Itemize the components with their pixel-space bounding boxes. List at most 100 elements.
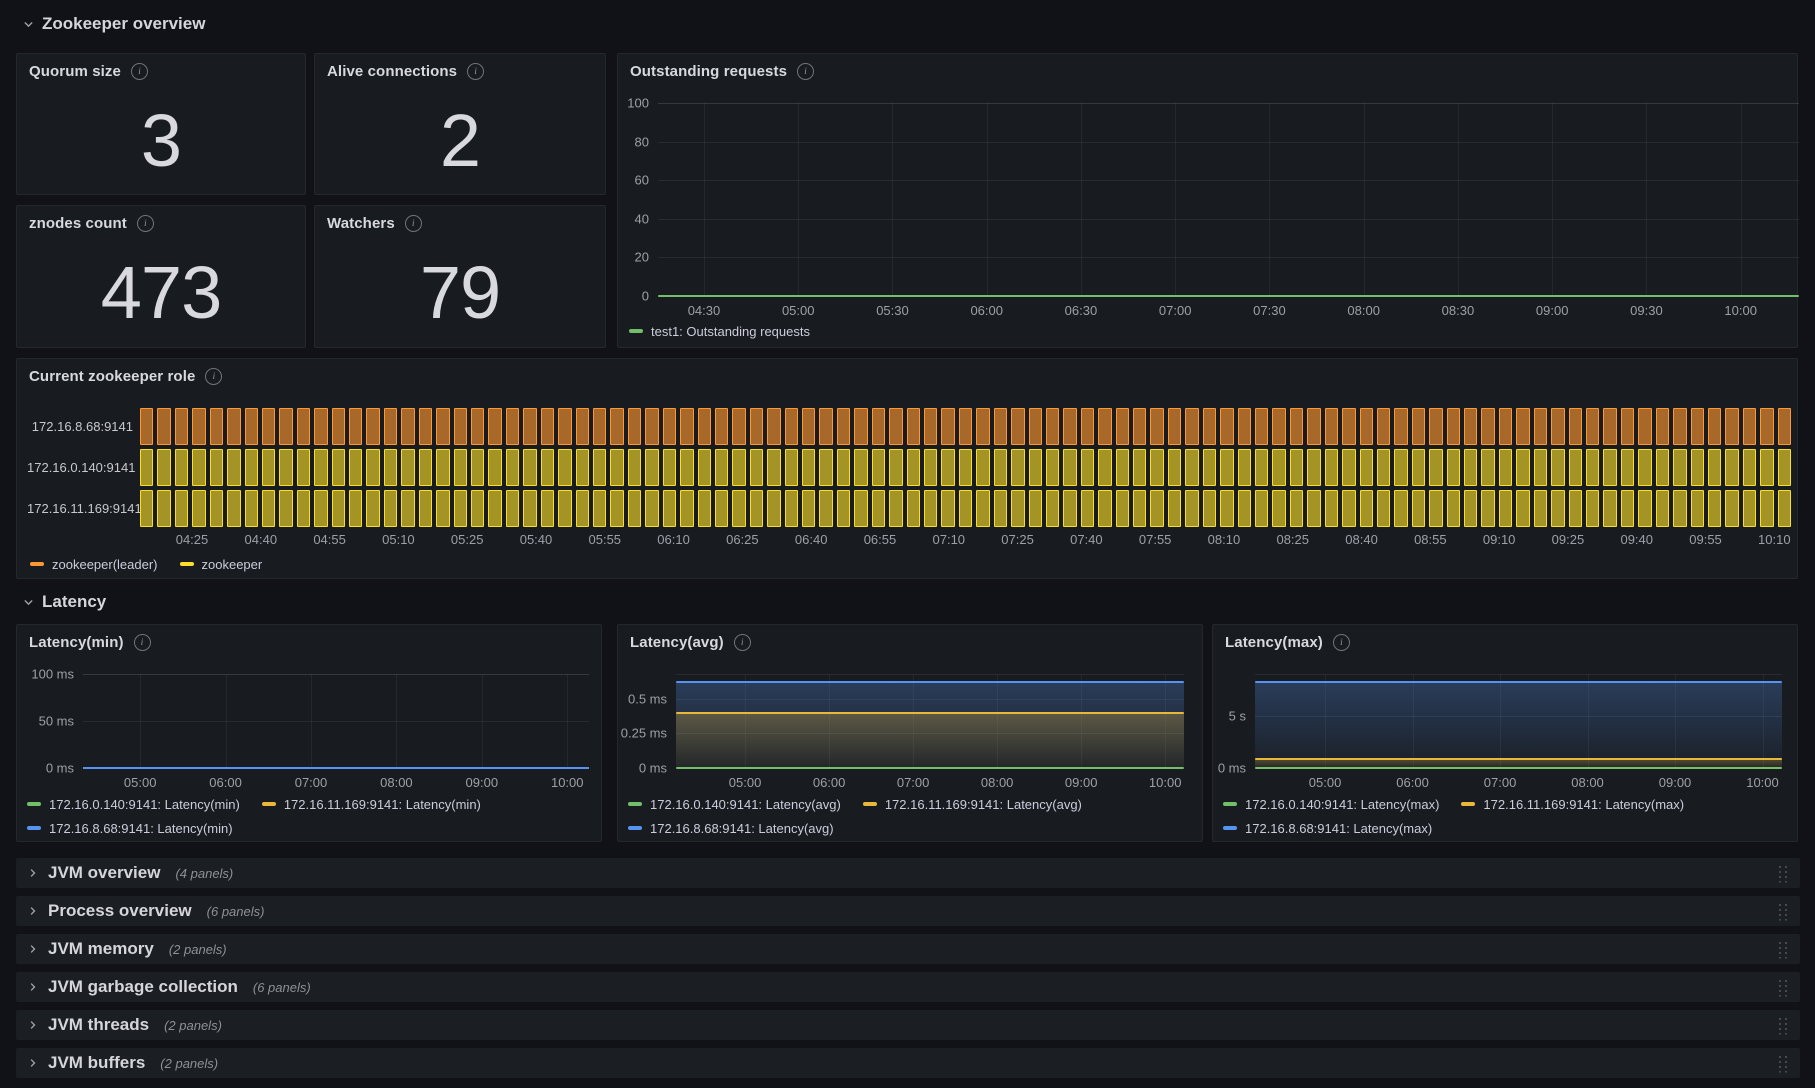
timeline-bar[interactable] — [1568, 408, 1583, 445]
timeline-bar[interactable] — [610, 490, 624, 527]
timeline-bar[interactable] — [558, 490, 572, 527]
timeline-bar[interactable] — [1394, 408, 1408, 445]
timeline-bar[interactable] — [1342, 408, 1356, 445]
timeline-bar[interactable] — [1568, 449, 1583, 486]
row-jvm-overview[interactable]: JVM overview (4 panels) — [16, 858, 1800, 888]
info-icon[interactable]: i — [130, 63, 148, 80]
info-icon[interactable]: i — [467, 63, 485, 80]
timeline-bar[interactable] — [558, 449, 572, 486]
timeline-bar[interactable] — [1690, 408, 1704, 445]
timeline-bar[interactable] — [854, 449, 868, 486]
timeline-bar[interactable] — [366, 449, 380, 486]
timeline-bar[interactable] — [1429, 408, 1443, 445]
timeline-bar[interactable] — [436, 408, 450, 445]
timeline-bar[interactable] — [488, 490, 502, 527]
timeline-bar[interactable] — [941, 449, 955, 486]
timeline-bar[interactable] — [1603, 408, 1617, 445]
row-jvm-threads[interactable]: JVM threads (2 panels) — [16, 1010, 1800, 1040]
legend-label[interactable]: 172.16.8.68:9141: Latency(min) — [49, 820, 233, 836]
timeline-bar[interactable] — [366, 490, 380, 527]
timeline-bar[interactable] — [540, 408, 555, 445]
info-icon[interactable]: i — [1332, 634, 1350, 651]
timeline-bar[interactable] — [1586, 490, 1600, 527]
timeline-bar[interactable] — [714, 408, 729, 445]
drag-handle[interactable] — [1776, 939, 1787, 959]
timeline-bar[interactable] — [1673, 490, 1687, 527]
timeline-bar[interactable] — [906, 449, 920, 486]
timeline-bar[interactable] — [645, 408, 659, 445]
timeline-bar[interactable] — [819, 490, 833, 527]
timeline-bar[interactable] — [1324, 408, 1339, 445]
timeline-bar[interactable] — [941, 408, 955, 445]
timeline-bar[interactable] — [174, 408, 189, 445]
timeline-bar[interactable] — [1115, 490, 1130, 527]
timeline-bar[interactable] — [1376, 408, 1391, 445]
timeline-bar[interactable] — [1098, 408, 1112, 445]
timeline-bar[interactable] — [1150, 490, 1164, 527]
timeline-bar[interactable] — [1655, 490, 1670, 527]
timeline-bar[interactable] — [1429, 490, 1443, 527]
timeline-bar[interactable] — [1742, 449, 1757, 486]
timeline-bar[interactable] — [523, 490, 537, 527]
timeline-bar[interactable] — [140, 490, 154, 527]
timeline-bar[interactable] — [192, 408, 206, 445]
timeline-bar[interactable] — [1255, 490, 1269, 527]
timeline-bar[interactable] — [767, 449, 781, 486]
timeline-bar[interactable] — [296, 449, 311, 486]
timeline-bar[interactable] — [627, 490, 642, 527]
timeline-bar[interactable] — [1045, 449, 1060, 486]
timeline-bar[interactable] — [1185, 449, 1199, 486]
timeline-bar[interactable] — [1742, 490, 1757, 527]
timeline-bar[interactable] — [1655, 449, 1670, 486]
timeline-bar[interactable] — [958, 408, 973, 445]
timeline-bar[interactable] — [923, 449, 938, 486]
timeline-bar[interactable] — [1516, 490, 1530, 527]
timeline-bar[interactable] — [401, 490, 415, 527]
timeline-bar[interactable] — [802, 449, 816, 486]
timeline-bar[interactable] — [1498, 449, 1513, 486]
timeline-bar[interactable] — [244, 490, 258, 527]
timeline-bar[interactable] — [1115, 449, 1130, 486]
timeline-bar[interactable] — [296, 408, 311, 445]
timeline-bar[interactable] — [993, 490, 1008, 527]
legend-item[interactable]: 172.16.8.68:9141: Latency(min) — [27, 819, 233, 837]
timeline-bar[interactable] — [836, 449, 851, 486]
timeline-bar[interactable] — [314, 408, 328, 445]
timeline-bar[interactable] — [854, 490, 868, 527]
timeline-bar[interactable] — [1011, 408, 1025, 445]
timeline-bar[interactable] — [1394, 490, 1408, 527]
timeline-bar[interactable] — [1133, 490, 1147, 527]
legend-label[interactable]: test1: Outstanding requests — [651, 323, 810, 339]
timeline-bar[interactable] — [1464, 449, 1478, 486]
timeline-bar[interactable] — [1028, 408, 1042, 445]
timeline-bar[interactable] — [1551, 490, 1565, 527]
timeline-bar[interactable] — [680, 490, 694, 527]
drag-handle[interactable] — [1776, 1053, 1787, 1073]
timeline-bar[interactable] — [836, 490, 851, 527]
timeline-bar[interactable] — [1673, 408, 1687, 445]
timeline-bar[interactable] — [1725, 408, 1739, 445]
timeline-bar[interactable] — [749, 408, 764, 445]
timeline-bar[interactable] — [941, 490, 955, 527]
timeline-bar[interactable] — [732, 490, 746, 527]
timeline-bar[interactable] — [1098, 449, 1112, 486]
timeline-bar[interactable] — [1777, 408, 1792, 445]
timeline-bar[interactable] — [523, 408, 537, 445]
legend-label[interactable]: 172.16.0.140:9141: Latency(min) — [49, 796, 240, 812]
timeline-bar[interactable] — [1638, 408, 1652, 445]
timeline-bar[interactable] — [592, 449, 607, 486]
legend-label[interactable]: 172.16.8.68:9141: Latency(avg) — [650, 820, 834, 836]
timeline-bar[interactable] — [1603, 449, 1617, 486]
timeline-bar[interactable] — [1167, 449, 1182, 486]
timeline-bar[interactable] — [1533, 449, 1548, 486]
legend-label[interactable]: zookeeper — [201, 556, 263, 572]
timeline-bar[interactable] — [1464, 408, 1478, 445]
timeline-bar[interactable] — [802, 490, 816, 527]
timeline-bar[interactable] — [575, 449, 589, 486]
timeline-bar[interactable] — [1533, 408, 1548, 445]
timeline-bar[interactable] — [1307, 490, 1321, 527]
timeline-bar[interactable] — [1603, 490, 1617, 527]
timeline-bar[interactable] — [662, 449, 677, 486]
timeline-bar[interactable] — [871, 449, 886, 486]
row-jvm-memory[interactable]: JVM memory (2 panels) — [16, 934, 1800, 964]
